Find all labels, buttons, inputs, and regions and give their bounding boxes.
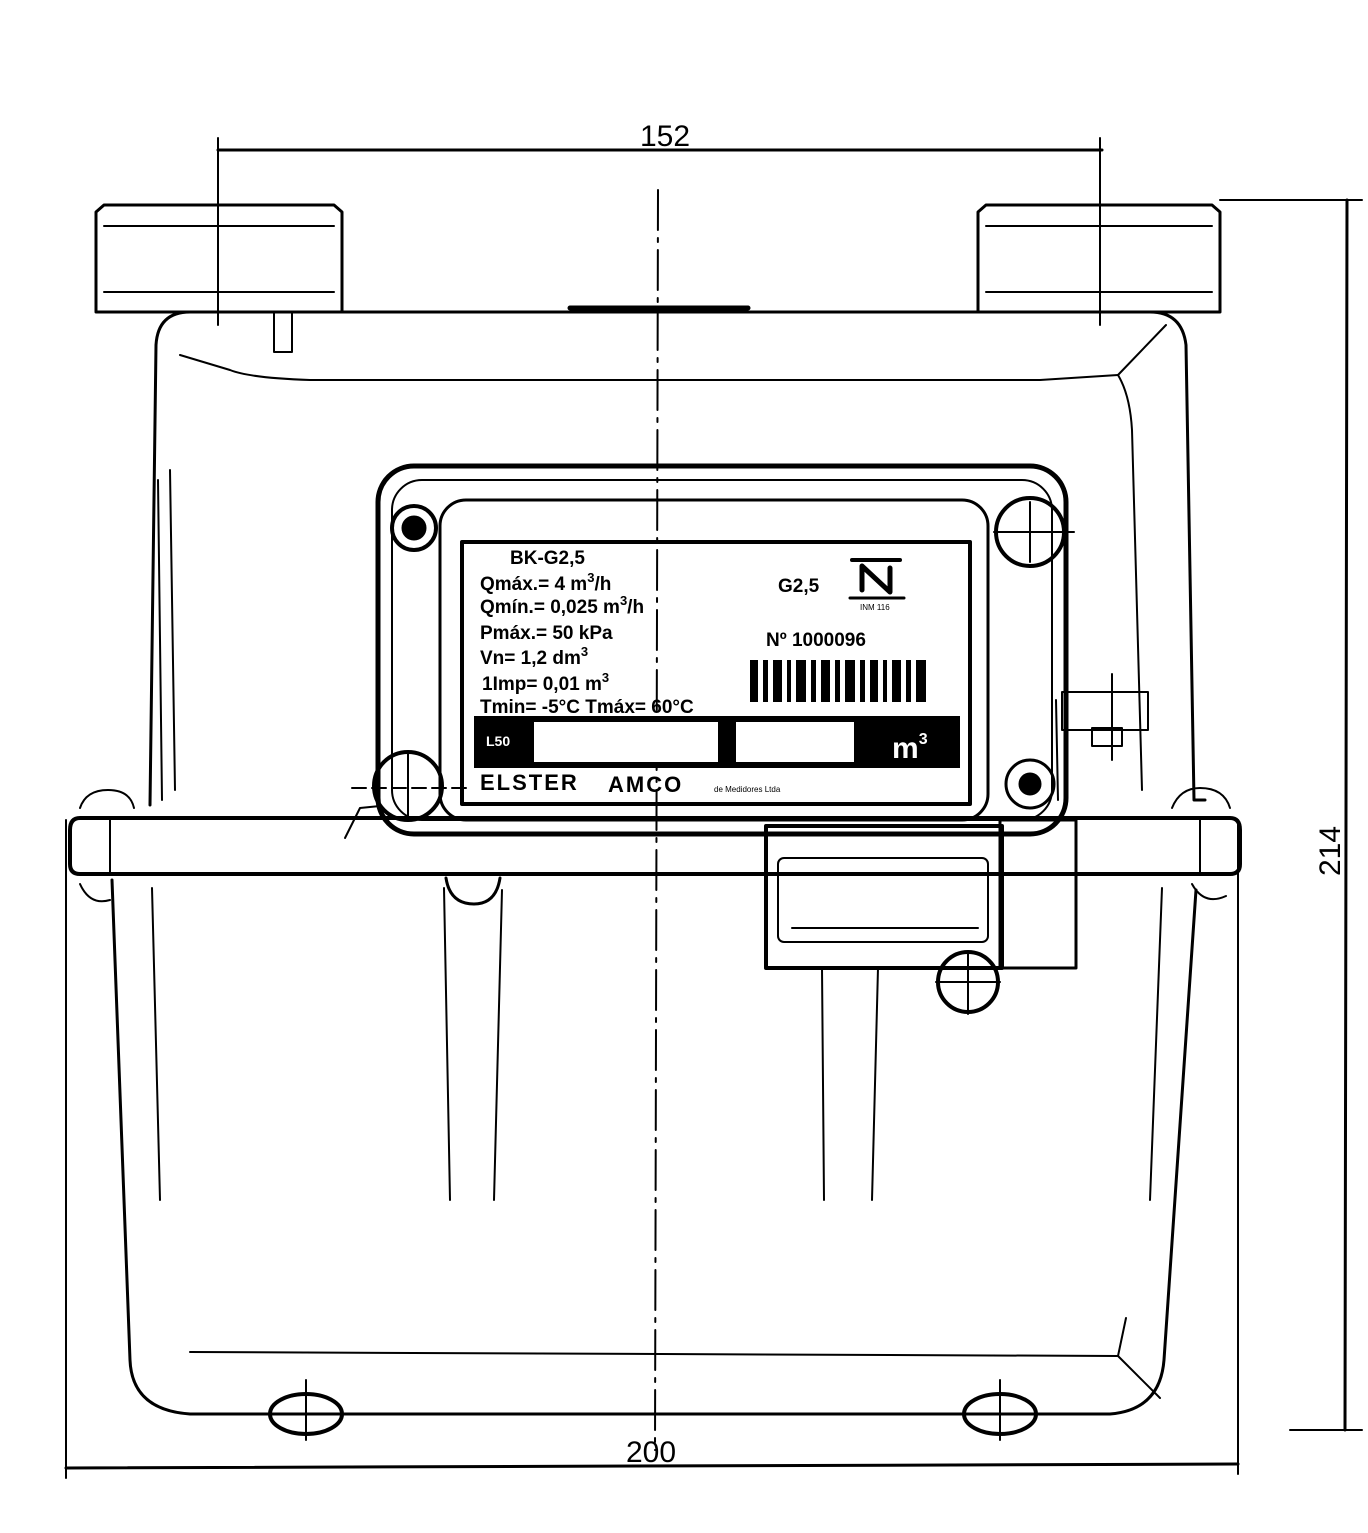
feet — [268, 1379, 1038, 1441]
top-pin — [273, 311, 293, 353]
brand-elster: ELSTER — [480, 770, 579, 795]
nameplate-frame — [460, 540, 972, 806]
dimension-152: 152 — [640, 120, 690, 153]
dimension-200: 200 — [626, 1436, 676, 1469]
nameplate-qmin: Qmín.= 0,025 m3/h — [480, 593, 644, 618]
counter-drum — [474, 716, 960, 768]
nameplate-class: G2,5 — [778, 576, 820, 597]
dimension-214: 214 — [1314, 826, 1347, 876]
nameplate-model: BK-G2,5 — [510, 548, 585, 569]
barcode — [750, 660, 926, 702]
height-dimension — [1219, 198, 1363, 1432]
certification-mark-icon — [848, 558, 906, 600]
counter-left-label: L50 — [486, 733, 510, 749]
nameplate-imp: 1Imp= 0,01 m3 — [482, 670, 609, 695]
brand-tagline: de Medidores Ltda — [714, 785, 781, 794]
upper-casing — [148, 310, 1207, 807]
left-nozzle — [94, 203, 344, 314]
counter-unit: m3 — [892, 731, 928, 765]
brand-amco: AMCO — [608, 772, 683, 797]
bottom-dimension — [64, 819, 1240, 1479]
nameplate-serial: Nº 1000096 — [766, 630, 866, 651]
lower-casing — [110, 878, 1198, 1416]
housing-screws — [351, 496, 1075, 822]
test-port — [764, 824, 1004, 1015]
nameplate-temperature: Tmin= -5°C Tmáx= 60°C — [480, 697, 694, 718]
certification-mark-label: INM 116 — [860, 603, 890, 612]
valve-block — [998, 673, 1149, 970]
top-dimension — [216, 137, 1104, 326]
flange — [68, 787, 1242, 906]
nameplate-qmax: Qmáx.= 4 m3/h — [480, 570, 611, 595]
nameplate-pmax: Pmáx.= 50 kPa — [480, 623, 613, 644]
nameplate-vn: Vn= 1,2 dm3 — [480, 644, 588, 669]
